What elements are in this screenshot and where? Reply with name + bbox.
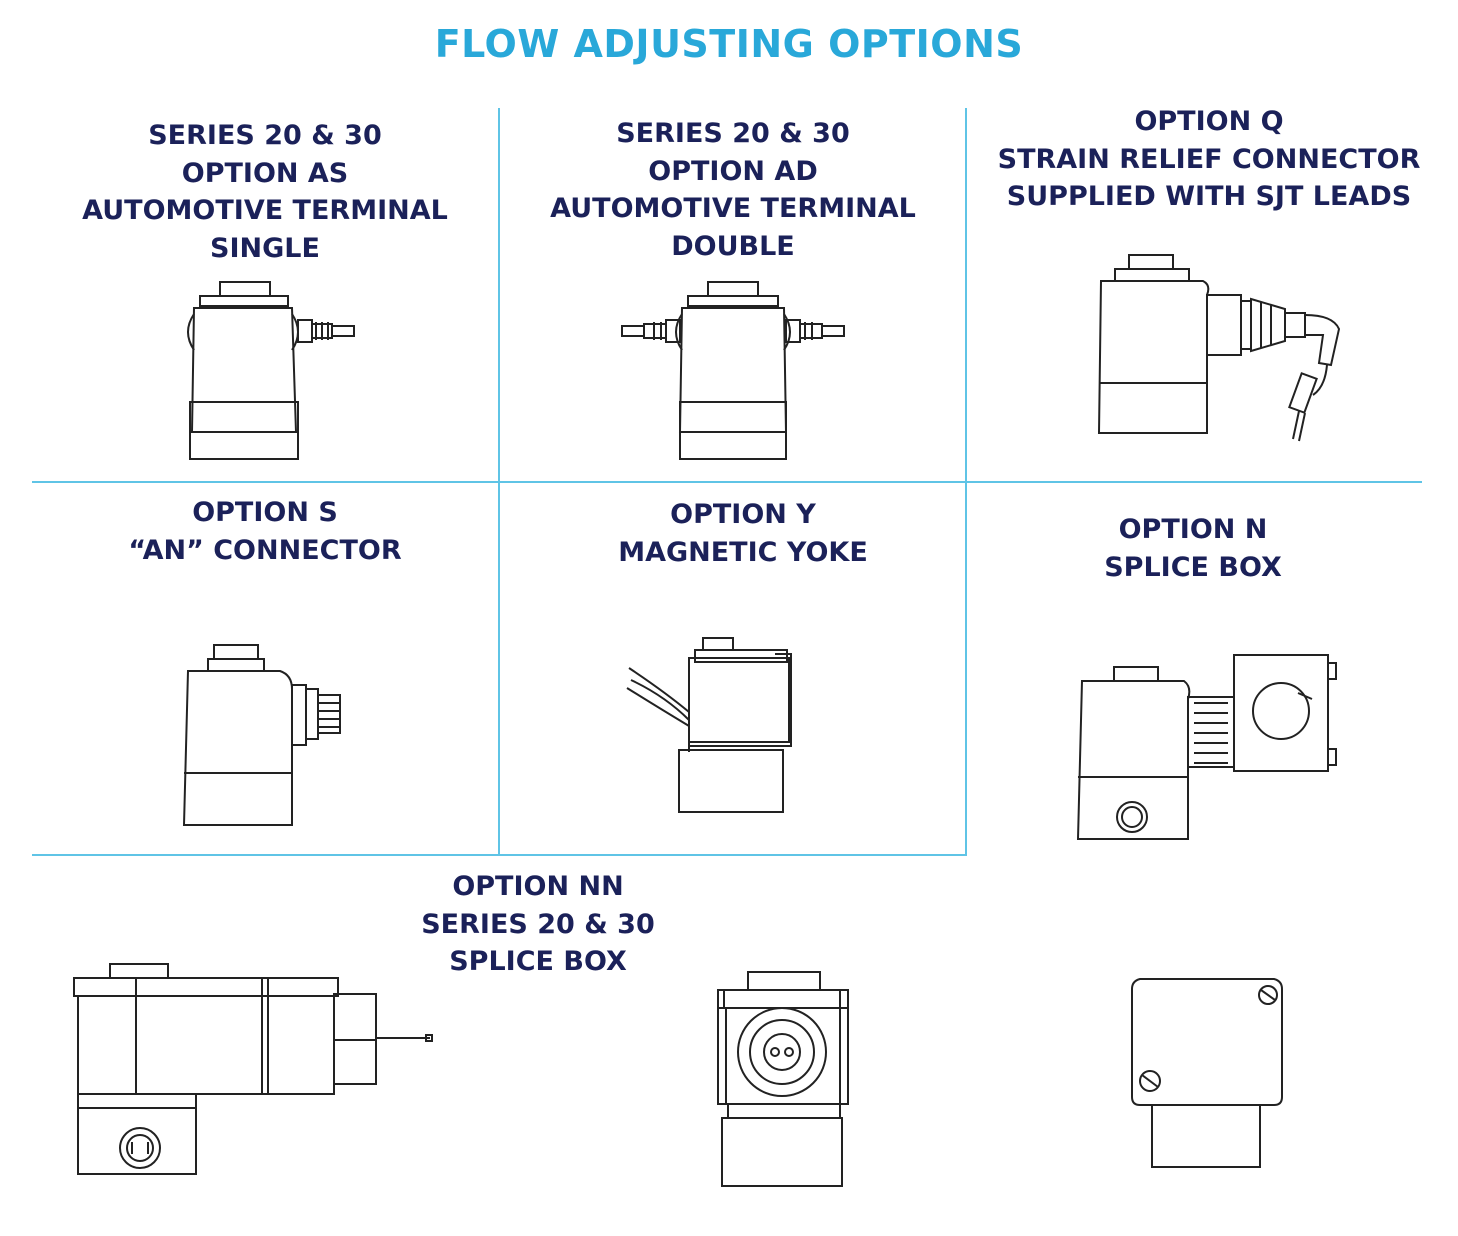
valve-splice-box-icon — [1076, 653, 1346, 843]
option-q-label: OPTION Q STRAIN RELIEF CONNECTOR SUPPLIE… — [997, 106, 1421, 212]
valve-strain-relief-icon — [1095, 255, 1345, 445]
option-n-label: OPTION N SPLICE BOX — [1104, 514, 1282, 583]
divider-horizontal-1 — [32, 481, 1422, 483]
valve-splice-box-nn-side-icon — [70, 960, 440, 1180]
valve-splice-box-nn-top-icon — [1128, 975, 1288, 1175]
option-nn-label: OPTION NN SERIES 20 & 30 SPLICE BOX — [421, 871, 655, 977]
valve-an-connector-icon — [180, 645, 350, 827]
valve-magnetic-yoke-icon — [625, 636, 795, 816]
option-y-label: OPTION Y MAGNETIC YOKE — [618, 499, 868, 568]
valve-double-terminal-icon — [616, 282, 850, 462]
option-ad-label: SERIES 20 & 30 OPTION AD AUTOMOTIVE TERM… — [550, 118, 916, 262]
option-as-label: SERIES 20 & 30 OPTION AS AUTOMOTIVE TERM… — [82, 120, 448, 264]
page-title: FLOW ADJUSTING OPTIONS — [434, 22, 1024, 66]
valve-single-terminal-icon — [180, 282, 360, 462]
divider-horizontal-2 — [32, 854, 967, 856]
option-s-label: OPTION S “AN” CONNECTOR — [128, 497, 402, 566]
valve-splice-box-nn-front-icon — [714, 970, 854, 1190]
